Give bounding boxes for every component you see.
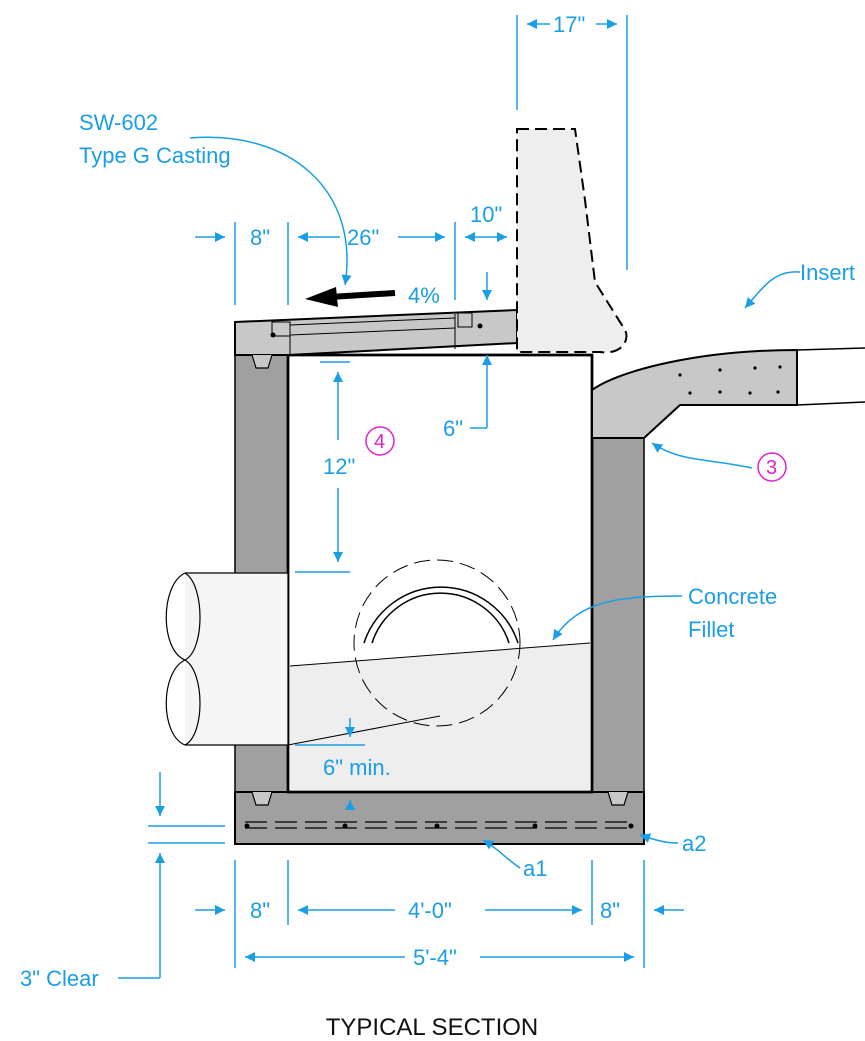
slab-key-left	[251, 791, 273, 806]
fillet-label-line1: Concrete	[688, 584, 777, 609]
note-ref-3: 3	[766, 457, 777, 479]
bottom-slab	[234, 791, 645, 845]
fillet-top-line	[289, 642, 591, 667]
insert-label: Insert	[800, 260, 855, 285]
curb-outline	[516, 128, 628, 354]
rebar-dots	[244, 823, 634, 829]
bar-a2-label: a2	[682, 831, 706, 856]
insert-slab	[591, 347, 865, 439]
fillet-label-line2: Fillet	[688, 617, 734, 642]
outlet-pipe-circle	[353, 559, 521, 727]
dim-wall-bottom-left: 8"	[250, 898, 270, 923]
top-casting	[234, 308, 518, 369]
dim-wall-bottom-right: 8"	[600, 898, 620, 923]
dim-curb-offset: 10"	[470, 202, 502, 227]
dim-opening-depth: 12"	[323, 454, 355, 479]
section-title: TYPICAL SECTION	[326, 1014, 538, 1041]
dimension-lines	[118, 15, 684, 979]
leader-lines	[189, 136, 801, 869]
note-ref-4: 4	[374, 431, 385, 453]
note-ref-4-circle	[365, 426, 395, 456]
dim-wall-top-left: 8"	[250, 225, 270, 250]
inlet-pipe-left	[165, 572, 441, 746]
clear-cover-label: 3" Clear	[20, 966, 99, 991]
bar-a1-label: a1	[523, 856, 547, 881]
dim-curb-width: 17"	[553, 12, 585, 37]
dim-overall-width: 5'-4"	[413, 945, 457, 970]
dim-depth-to-curb: 6"	[443, 416, 463, 441]
casting-label-line2: Type G Casting	[79, 143, 231, 168]
dim-grate-width: 26"	[347, 225, 379, 250]
dim-inside-width: 4'-0"	[408, 898, 452, 923]
note-ref-3-circle	[757, 452, 787, 482]
casting-label-line1: SW-602	[79, 110, 158, 135]
right-wall	[591, 437, 645, 796]
dim-fillet-min: 6" min.	[323, 755, 391, 780]
slab-key-right	[607, 791, 629, 806]
slope-arrow	[305, 287, 396, 307]
dim-slope: 4%	[408, 283, 440, 308]
